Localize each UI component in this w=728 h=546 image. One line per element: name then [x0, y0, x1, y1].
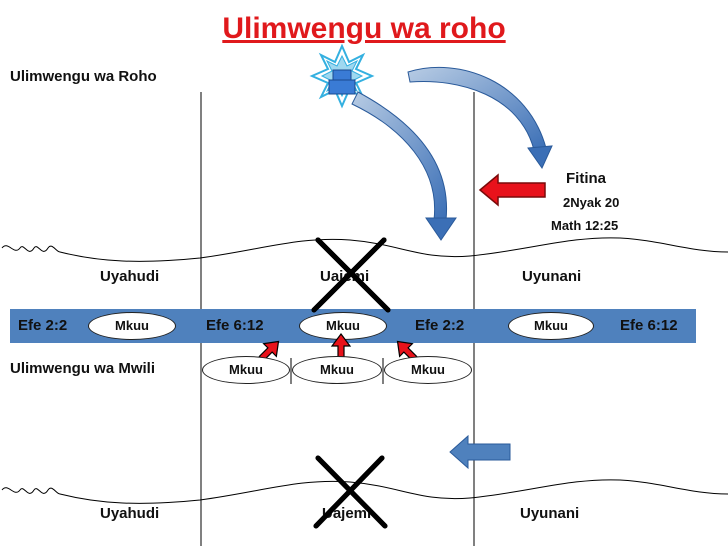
ref-nyak: 2Nyak 20 [563, 195, 620, 210]
band-ref-3: Efe 2:2 [415, 317, 465, 334]
lower-wave-line [1, 479, 728, 504]
upper-region-3: Uyunani [522, 268, 582, 285]
band-ref-1: Efe 2:2 [18, 317, 68, 334]
blue-left-arrow [449, 434, 511, 470]
upper-region-1: Uyahudi [100, 268, 160, 285]
band-oval-3: Mkuu [508, 312, 594, 340]
upper-wave-line [1, 237, 728, 262]
band-oval-2: Mkuu [299, 312, 387, 340]
spirit-world-label: Ulimwengu wa Roho [10, 68, 157, 85]
red-left-arrow [478, 173, 546, 207]
lower-region-2: Uajemi [322, 505, 372, 522]
band-oval-1: Mkuu [88, 312, 176, 340]
fitina-label: Fitina [566, 170, 606, 187]
lower-region-1: Uyahudi [100, 505, 160, 522]
lower-region-3: Uyunani [520, 505, 580, 522]
flesh-world-label: Ulimwengu wa Mwili [10, 360, 156, 377]
sun-throne-icon [309, 43, 375, 109]
band-ref-2: Efe 6:12 [206, 317, 264, 334]
page-title: Ulimwengu wa roho [222, 12, 506, 45]
lower-oval-2: Mkuu [292, 356, 382, 384]
lower-oval-3: Mkuu [384, 356, 472, 384]
band-ref-4: Efe 6:12 [620, 317, 678, 334]
curved-arrow-right [407, 66, 553, 170]
ref-math: Math 12:25 [551, 218, 619, 233]
upper-region-2: Uajemi [320, 268, 370, 285]
curved-arrow-left [351, 91, 457, 241]
lower-oval-1: Mkuu [202, 356, 290, 384]
